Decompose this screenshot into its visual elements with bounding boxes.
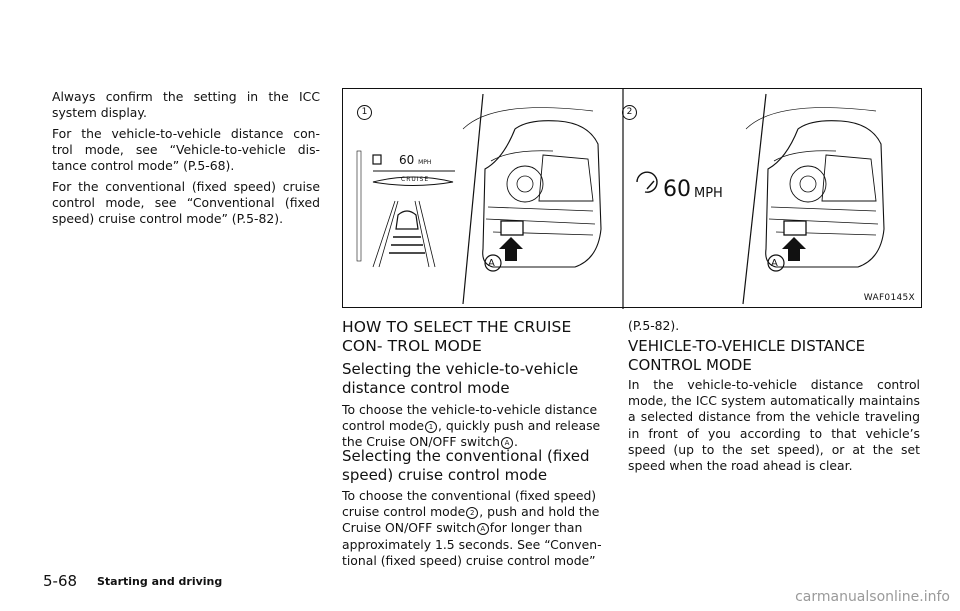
paragraph-confirm: Always confirm the setting in the ICC sy… xyxy=(52,89,320,121)
figure-code: WAF0145X xyxy=(863,293,915,303)
cruise-switch-2 xyxy=(783,220,807,236)
paragraph-select-conventional: To choose the conventional (fixed speed)… xyxy=(342,488,602,568)
steering-wheel-panel-2 xyxy=(636,93,885,305)
figure-label-2: 2 xyxy=(621,103,638,120)
callout-a-1 xyxy=(484,254,502,272)
callout-a-label-1: A xyxy=(488,258,495,269)
cruise-indicator-icon xyxy=(636,171,658,193)
illustration-drawing xyxy=(356,89,885,309)
callout-a-2 xyxy=(767,254,785,272)
subheading-conventional: Selecting the conventional (fixed speed)… xyxy=(342,447,590,484)
section-heading: HOW TO SELECT THE CRUISE CON- TROL MODE xyxy=(342,318,572,355)
meter-display-panel-1 xyxy=(356,150,455,268)
paragraph-v2v-reference: For the vehicle-to-vehicle distance con-… xyxy=(52,126,320,174)
cruise-switch-1 xyxy=(500,220,524,236)
arrow-a-1 xyxy=(499,237,523,261)
heading-v2v-mode: VEHICLE-TO-VEHICLE DISTANCE CONTROL MODE xyxy=(628,337,866,374)
arrow-a-2 xyxy=(782,237,806,261)
cruise-switch-illustration: 1 2 60 MPH CRUISE 60 MPH A A WAF0145X xyxy=(342,88,922,309)
display-1-cruise: CRUISE xyxy=(401,176,430,183)
paragraph-v2v-mode: In the vehicle-to-vehicle distance contr… xyxy=(628,377,920,474)
car-distance-icon xyxy=(372,154,382,165)
figure-label-1: 1 xyxy=(356,103,373,120)
footer-section-title: Starting and driving xyxy=(97,575,223,588)
display-2-speed: 60 xyxy=(663,177,691,202)
subheading-v2v: Selecting the vehicle-to-vehicle distanc… xyxy=(342,360,579,397)
display-1-speed: 60 MPH xyxy=(399,153,432,167)
marker-2: 2 xyxy=(466,507,479,520)
paragraph-continued-ref: (P.5-82). xyxy=(628,318,680,333)
page-number: 5-68 xyxy=(43,572,78,590)
steering-wheel-panel-1 xyxy=(462,93,602,305)
callout-a-label-2: A xyxy=(771,258,778,269)
marker-1: 1 xyxy=(425,421,438,434)
paragraph-select-v2v: To choose the vehicle-to-vehicle distanc… xyxy=(342,402,601,450)
paragraph-conventional-reference: For the conventional (fixed speed) cruis… xyxy=(52,179,320,227)
display-2-unit: MPH xyxy=(694,186,723,201)
lead-car-icon xyxy=(395,210,419,230)
marker-a: A xyxy=(501,437,514,450)
marker-a: A xyxy=(476,523,489,536)
watermark: carmanualsonline.info xyxy=(795,589,950,605)
